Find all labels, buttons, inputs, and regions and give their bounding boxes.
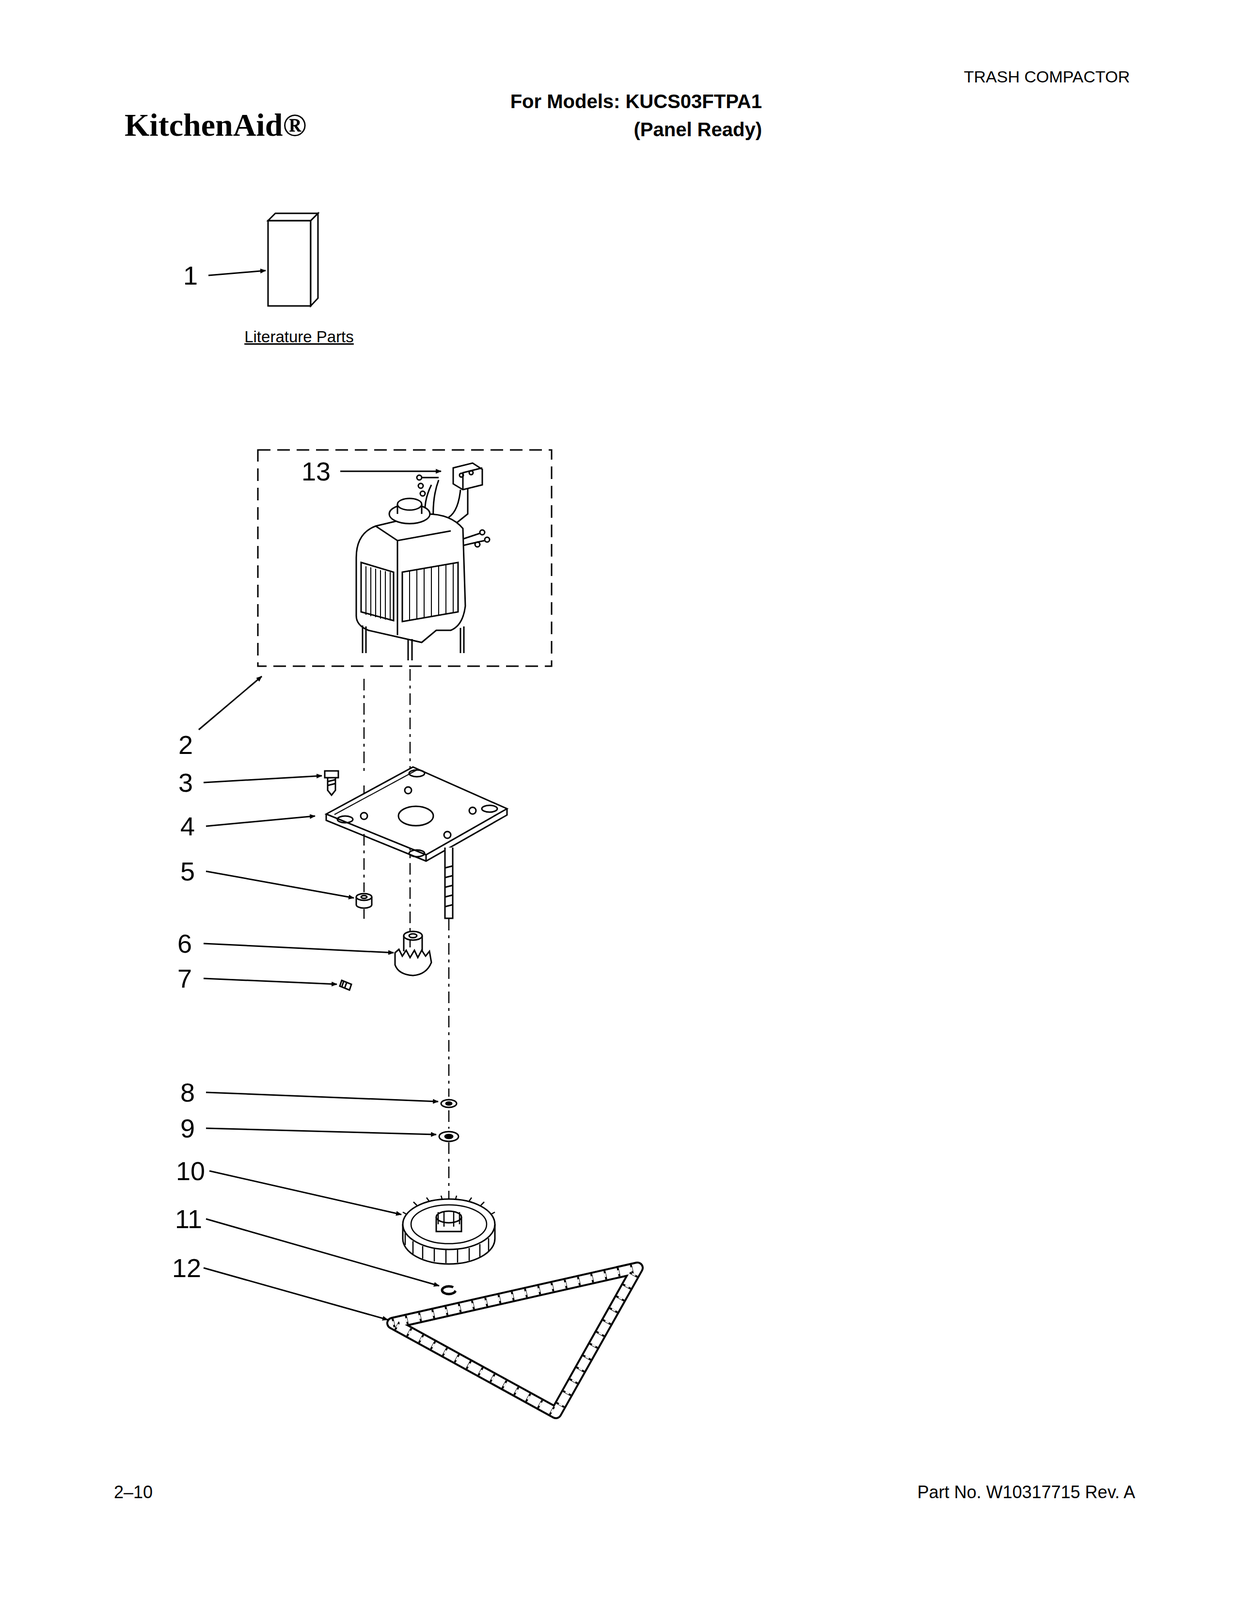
callout-number: 6	[177, 930, 192, 957]
callout-number: 3	[178, 769, 193, 796]
callout-number: 5	[180, 857, 195, 885]
callout-number: 10	[175, 1157, 206, 1184]
page-number: 2–10	[113, 1483, 153, 1501]
callout-number: 12	[172, 1254, 202, 1281]
callout-number: 1	[183, 262, 198, 289]
callout-number: 2	[178, 731, 193, 758]
callout-number: 9	[180, 1114, 195, 1141]
callout-number: 4	[180, 812, 195, 840]
callout-number: 8	[180, 1078, 195, 1106]
part-number: Part No. W10317715 Rev. A	[917, 1483, 1136, 1501]
callout-number: 13	[301, 458, 331, 485]
brand-logo: KitchenAid®	[124, 109, 307, 142]
group-label: Literature Parts	[244, 328, 354, 345]
callout-number: 11	[174, 1205, 203, 1232]
model-heading: For Models: KUCS03FTPA1 (Panel Ready)	[471, 87, 762, 144]
category-label: TRASH COMPACTOR	[963, 68, 1130, 85]
callout-number: 7	[177, 965, 192, 992]
